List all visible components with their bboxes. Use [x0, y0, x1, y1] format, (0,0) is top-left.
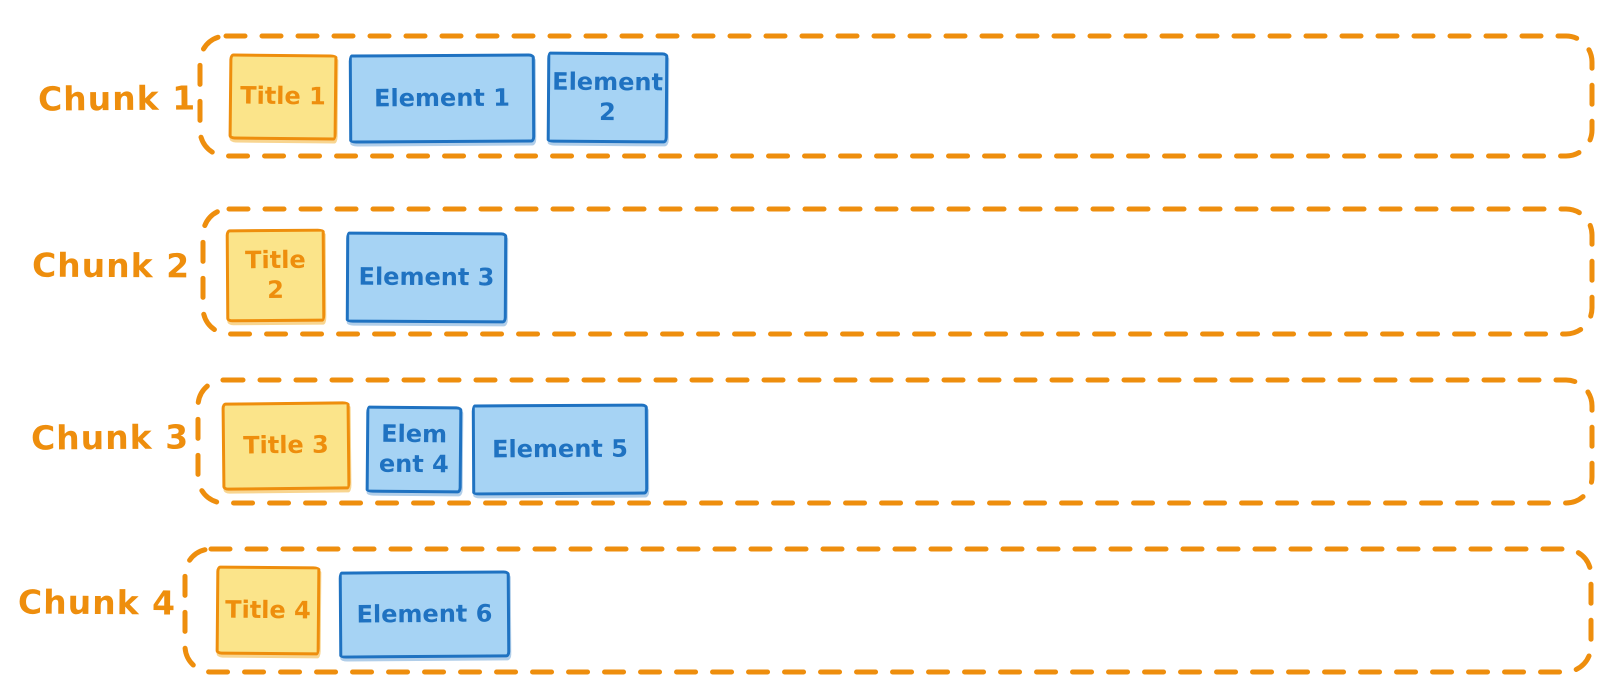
chunk-1-container [197, 33, 1595, 159]
title-4-box: Title 4 [215, 565, 321, 656]
element-3-box: Element 3 [345, 231, 508, 324]
element-4-box: Element 4 [365, 405, 463, 494]
chunk-1-dashed-border [197, 33, 1595, 159]
chunk-4-label: Chunk 4 [17, 582, 177, 623]
chunk-2-container [200, 206, 1595, 337]
chunk-2-label: Chunk 2 [31, 245, 191, 286]
title-2-box: Title 2 [225, 228, 326, 323]
title-1-box: Title 1 [228, 53, 338, 141]
chunk-4-dashed-border [182, 546, 1594, 675]
chunk-3-container [195, 377, 1595, 506]
chunk-3-label: Chunk 3 [30, 417, 190, 458]
chunk-4-container [182, 546, 1594, 675]
element-2-box: Element 2 [546, 51, 669, 144]
chunk-3-dashed-border [195, 377, 1595, 506]
element-1-box: Element 1 [348, 53, 536, 144]
element-5-box: Element 5 [471, 403, 649, 496]
element-6-box: Element 6 [338, 570, 511, 659]
chunk-2-dashed-border [200, 206, 1595, 337]
chunk-1-label: Chunk 1 [37, 78, 197, 119]
title-3-box: Title 3 [221, 401, 351, 491]
